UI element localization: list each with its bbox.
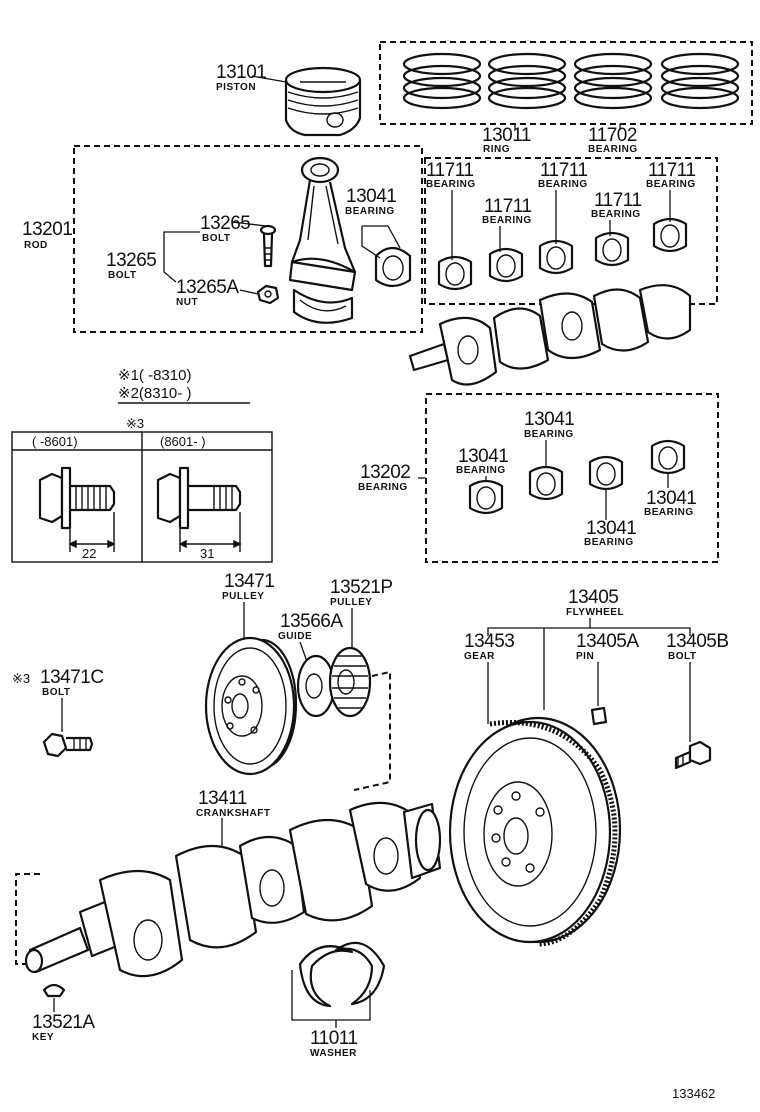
part-number-11011: 11011: [310, 1028, 358, 1049]
part-number-13521P: 13521P: [330, 577, 393, 598]
crank-pulley-drawing: [204, 636, 298, 776]
part-number-13471: 13471: [224, 571, 274, 592]
dimension-22: 22: [82, 546, 96, 561]
part-number-13265-lower: 13265: [106, 250, 156, 271]
figure-id: 133462: [672, 1086, 715, 1101]
part-name-gear: GEAR: [464, 651, 495, 662]
part-name-flywheel: FLYWHEEL: [566, 607, 624, 618]
ring-set-box: [379, 41, 753, 125]
part-number-11711-2: 11711: [540, 160, 588, 181]
part-number-13041-rod: 13041: [346, 186, 396, 207]
part-name-bolt-lower: BOLT: [108, 270, 136, 281]
note-1: ※1( -8310): [118, 367, 191, 384]
part-number-13411: 13411: [198, 788, 247, 809]
part-number-13471C: 13471C: [40, 667, 104, 688]
part-number-13011: 13011: [482, 125, 531, 146]
part-name-key: KEY: [32, 1032, 54, 1043]
part-number-11702: 11702: [588, 125, 637, 146]
note-2: ※2(8310- ): [118, 385, 191, 402]
rod-bearing-drawing: [374, 246, 412, 288]
part-name-bearing-11711-4: BEARING: [482, 215, 532, 226]
part-name-piston: PISTON: [216, 82, 256, 93]
part-number-13041-a: 13041: [524, 409, 574, 430]
connecting-rod-box: [73, 145, 423, 333]
part-number-13201: 13201: [22, 219, 72, 240]
part-number-13265A: 13265A: [176, 277, 239, 298]
piston-rings: [402, 52, 740, 110]
part-number-11711-4: 11711: [484, 196, 532, 217]
part-name-ring: RING: [483, 144, 510, 155]
part-name-crankshaft: CRANKSHAFT: [196, 808, 270, 819]
part-number-11711-1: 11711: [426, 160, 474, 181]
part-number-13202: 13202: [360, 462, 410, 483]
part-name-bolt-13405B: BOLT: [668, 651, 696, 662]
part-name-guide: GUIDE: [278, 631, 312, 642]
part-name-bolt-upper: BOLT: [202, 233, 230, 244]
part-number-13405A: 13405A: [576, 631, 639, 652]
upper-crankshaft-drawing: [408, 284, 692, 386]
part-number-13101: 13101: [216, 62, 266, 83]
flywheel-pin-drawing: [590, 706, 608, 726]
note-3-marker: ※3: [126, 416, 144, 431]
part-name-pulley-13471: PULLEY: [222, 591, 264, 602]
part-name-bearing-11711-2: BEARING: [538, 179, 588, 190]
connecting-rod-drawing: [288, 156, 357, 324]
part-number-13041-c: 13041: [646, 488, 696, 509]
part-name-pin: PIN: [576, 651, 594, 662]
piston-drawing: [284, 66, 362, 137]
part-name-washer: WASHER: [310, 1048, 357, 1059]
table-col-1-header: ( -8601): [32, 434, 78, 449]
part-number-13566A: 13566A: [280, 611, 343, 632]
main-bearing-shells: [437, 217, 688, 291]
rod-bearing-shells: [468, 439, 686, 515]
part-number-13521A: 13521A: [32, 1012, 95, 1033]
dimension-31: 31: [200, 546, 214, 561]
part-number-13453: 13453: [464, 631, 514, 652]
part-name-bearing-13202: BEARING: [358, 482, 408, 493]
part-name-bearing-11702: BEARING: [588, 144, 638, 155]
timing-pulley-drawing: [328, 646, 372, 718]
pulley-bolt-drawing: [42, 732, 94, 758]
bolt-13471C-marker: ※3: [12, 671, 30, 686]
part-number-11711-3: 11711: [648, 160, 696, 181]
part-name-bearing-13041-a: BEARING: [524, 429, 574, 440]
bolt-length-table: [11, 431, 273, 563]
part-number-13405B: 13405B: [666, 631, 729, 652]
part-number-11711-5: 11711: [594, 190, 642, 211]
bolt-short-drawing: [38, 466, 116, 530]
part-number-13405: 13405: [568, 587, 618, 608]
key-drawing: [42, 983, 66, 998]
part-name-bearing-13041-c: BEARING: [644, 507, 694, 518]
flywheel-drawing: [448, 716, 622, 947]
thrust-washer-drawing: [298, 941, 386, 1008]
part-name-bearing-rod: BEARING: [345, 206, 395, 217]
bolt-long-drawing: [156, 466, 242, 530]
rod-nut-drawing: [256, 284, 280, 305]
part-name-bearing-11711-5: BEARING: [591, 209, 641, 220]
part-name-bearing-11711-1: BEARING: [426, 179, 476, 190]
lower-crankshaft-drawing: [24, 801, 442, 978]
table-col-2-header: (8601- ): [160, 434, 206, 449]
guide-drawing: [296, 654, 336, 718]
part-name-nut: NUT: [176, 297, 198, 308]
flywheel-bolt-drawing: [674, 740, 712, 770]
part-name-bearing-13041-d: BEARING: [584, 537, 634, 548]
part-number-13041-d: 13041: [586, 518, 636, 539]
rod-bolt-drawing: [259, 224, 277, 268]
part-number-13041-b: 13041: [458, 446, 508, 467]
part-name-bearing-11711-3: BEARING: [646, 179, 696, 190]
part-name-rod: ROD: [24, 240, 48, 251]
part-number-13265-upper: 13265: [200, 213, 250, 234]
part-name-bolt-13471C: BOLT: [42, 687, 70, 698]
part-name-bearing-13041-b: BEARING: [456, 465, 506, 476]
part-name-pulley-13521P: PULLEY: [330, 597, 372, 608]
